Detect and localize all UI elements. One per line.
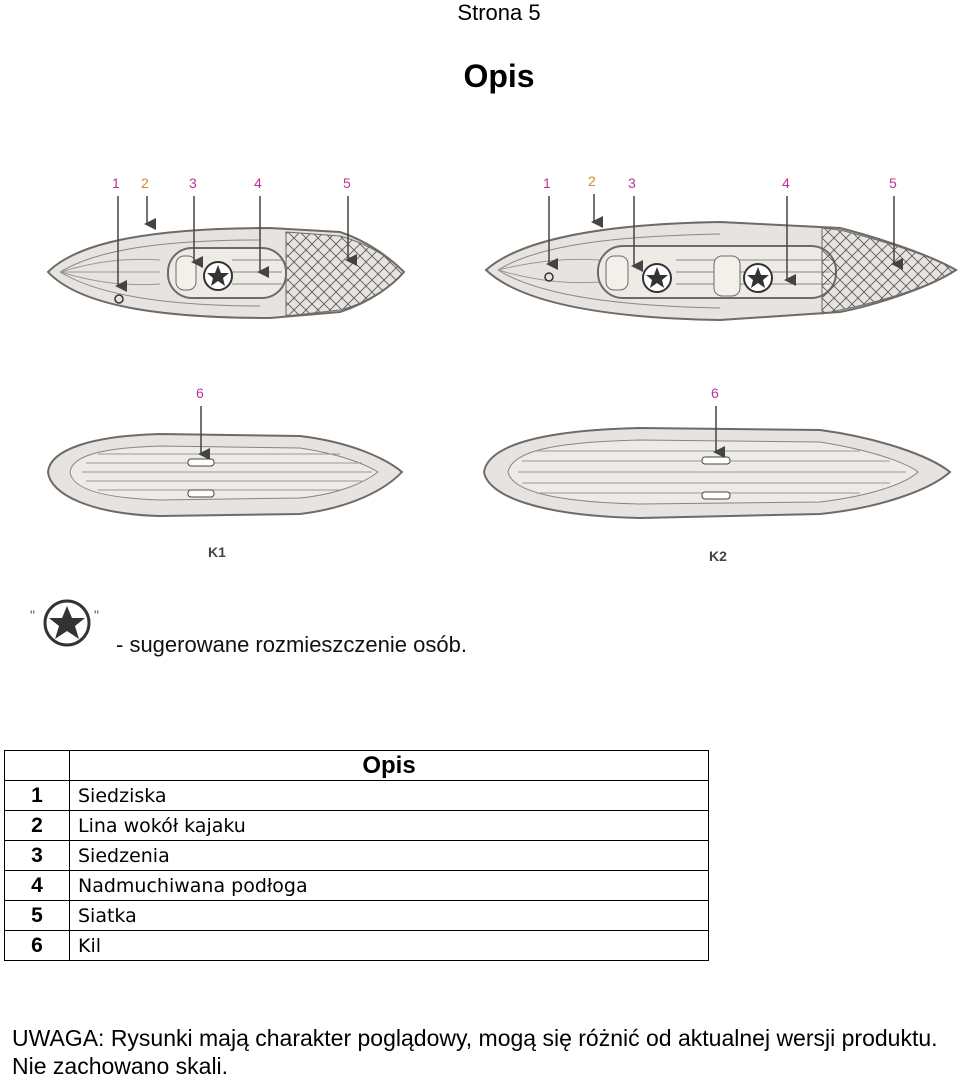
row-label: Siatka — [69, 900, 709, 931]
table-header-blank — [4, 750, 70, 781]
svg-text:4: 4 — [254, 175, 262, 191]
row-number: 1 — [4, 780, 70, 811]
k1-bottom-view: 6 K1 — [46, 385, 404, 560]
row-number: 5 — [4, 900, 70, 931]
table-header-row: Opis — [4, 750, 709, 781]
page-title: Opis — [463, 58, 535, 94]
star-seat-icon: " " — [28, 590, 106, 656]
row-label: Siedziska — [69, 780, 709, 811]
description-table: Opis 1 Siedziska 2 Lina wokół kajaku 3 S… — [4, 750, 709, 961]
k2-bottom-view: 6 K2 — [482, 385, 952, 564]
svg-text:6: 6 — [711, 385, 719, 401]
svg-text:3: 3 — [628, 175, 636, 191]
row-label: Kil — [69, 930, 709, 961]
row-label: Nadmuchiwana podłoga — [69, 870, 709, 901]
svg-text:2: 2 — [141, 175, 149, 191]
page-header: Strona 5 — [457, 0, 541, 25]
row-number: 6 — [4, 930, 70, 961]
row-number: 4 — [4, 870, 70, 901]
svg-text:1: 1 — [543, 175, 551, 191]
table-row: 5 Siatka — [4, 900, 709, 931]
svg-text:": " — [30, 607, 35, 623]
warning-note: UWAGA: Rysunki mają charakter poglądowy,… — [12, 1025, 938, 1079]
legend-text: - sugerowane rozmieszczenie osób. — [116, 632, 467, 657]
svg-text:": " — [94, 607, 99, 623]
svg-text:4: 4 — [782, 175, 790, 191]
k1-label: K1 — [208, 544, 226, 560]
svg-text:1: 1 — [112, 175, 120, 191]
k2-top-view: 1 2 3 4 5 — [484, 173, 958, 322]
svg-text:2: 2 — [588, 173, 596, 189]
table-row: 3 Siedzenia — [4, 840, 709, 871]
table-row: 2 Lina wokół kajaku — [4, 810, 709, 841]
svg-text:3: 3 — [189, 175, 197, 191]
row-number: 2 — [4, 810, 70, 841]
svg-text:5: 5 — [889, 175, 897, 191]
svg-text:5: 5 — [343, 175, 351, 191]
table-row: 6 Kil — [4, 930, 709, 961]
row-number: 3 — [4, 840, 70, 871]
k1-top-view: 1 2 3 4 5 — [46, 175, 406, 320]
kayak-diagram: 1 2 3 4 5 1 — [0, 160, 960, 580]
k2-label: K2 — [709, 548, 727, 564]
table-header: Opis — [69, 750, 709, 781]
row-label: Siedzenia — [69, 840, 709, 871]
svg-text:6: 6 — [196, 385, 204, 401]
row-label: Lina wokół kajaku — [69, 810, 709, 841]
table-row: 1 Siedziska — [4, 780, 709, 811]
table-row: 4 Nadmuchiwana podłoga — [4, 870, 709, 901]
